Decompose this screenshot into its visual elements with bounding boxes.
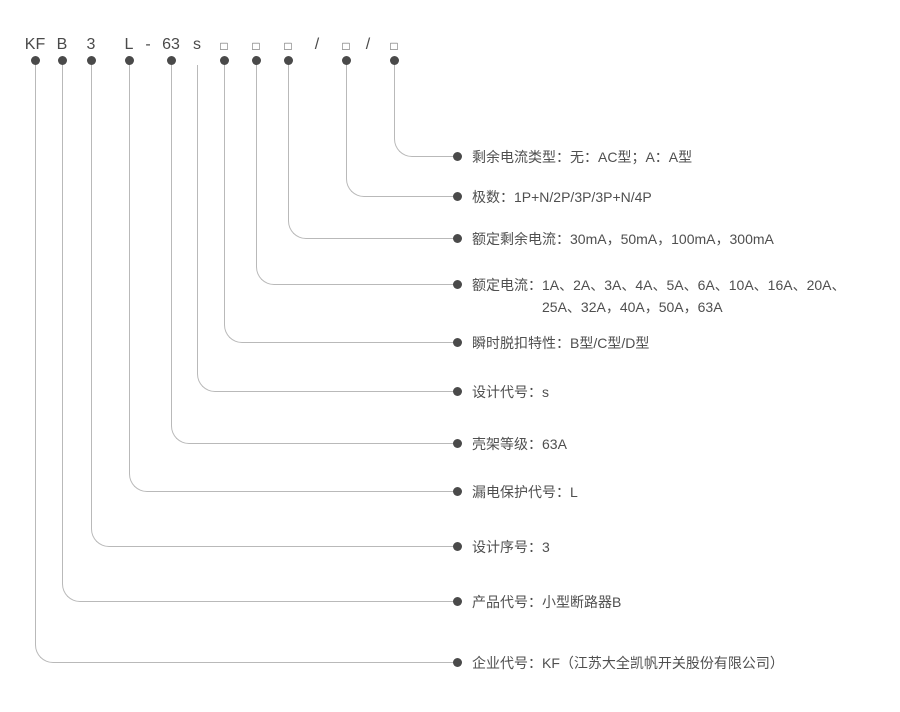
connector-line (35, 60, 457, 663)
connector-line (288, 60, 457, 239)
spec-label-line: 瞬时脱扣特性：B型/C型/D型 (472, 335, 650, 351)
code-placeholder-square: □ (220, 39, 228, 53)
code-column-dot (125, 56, 134, 65)
code-segment: KF (24, 36, 46, 53)
code-column-dot (167, 56, 176, 65)
code-segment: / (365, 36, 371, 53)
label-bullet-dot (453, 597, 462, 606)
code-segment: s (193, 36, 201, 53)
label-bullet-dot (453, 280, 462, 289)
connector-line (346, 60, 457, 197)
code-column-dot (87, 56, 96, 65)
label-bullet-dot (453, 439, 462, 448)
spec-label-line: 额定电流：1A、2A、3A、4A、5A、6A、10A、16A、20A、 (472, 277, 846, 293)
spec-label: 企业代号：KF（江苏大全凯帆开关股份有限公司） (472, 652, 784, 674)
spec-label: 瞬时脱扣特性：B型/C型/D型 (472, 332, 649, 354)
spec-label: 剩余电流类型：无：AC型；A：A型 (472, 146, 692, 168)
label-bullet-dot (453, 234, 462, 243)
code-placeholder-square: □ (252, 39, 260, 53)
spec-label-line: 壳架等级：63A (472, 436, 567, 452)
label-bullet-dot (453, 542, 462, 551)
label-bullet-dot (453, 338, 462, 347)
spec-label-line: 漏电保护代号：L (472, 484, 578, 500)
spec-label: 额定电流：1A、2A、3A、4A、5A、6A、10A、16A、20A、 25A、3… (472, 274, 845, 318)
code-column-dot (284, 56, 293, 65)
connector-line (197, 65, 457, 392)
code-placeholder-square: □ (342, 39, 350, 53)
code-segment: L (124, 36, 134, 53)
spec-label-line: 设计序号：3 (472, 539, 550, 555)
code-column-dot (390, 56, 399, 65)
code-placeholder-square: □ (390, 39, 398, 53)
code-segment: 63 (162, 36, 180, 53)
spec-label: 额定剩余电流：30mA，50mA，100mA，300mA (472, 228, 774, 250)
label-bullet-dot (453, 487, 462, 496)
spec-label: 设计代号：s (472, 381, 549, 403)
code-column-dot (342, 56, 351, 65)
spec-label-line: 极数：1P+N/2P/3P/3P+N/4P (472, 189, 652, 205)
spec-label: 设计序号：3 (472, 536, 550, 558)
spec-label-line: 产品代号：小型断路器B (472, 594, 622, 610)
label-bullet-dot (453, 152, 462, 161)
connector-line (394, 60, 457, 157)
code-segment: 3 (86, 36, 96, 53)
connector-line (62, 60, 457, 602)
code-column-dot (220, 56, 229, 65)
code-segment: B (56, 36, 68, 53)
code-column-dot (58, 56, 67, 65)
spec-label-line: 25A、32A，40A，50A，63A (542, 299, 723, 315)
connector-line (171, 60, 457, 444)
connector-line (256, 60, 457, 285)
spec-label: 漏电保护代号：L (472, 481, 578, 503)
connector-line (91, 60, 457, 547)
code-segment: - (145, 36, 151, 53)
spec-label-line: 企业代号：KF（江苏大全凯帆开关股份有限公司） (472, 655, 784, 671)
connector-line (129, 60, 457, 492)
code-column-dot (252, 56, 261, 65)
label-bullet-dot (453, 387, 462, 396)
spec-label-line: 额定剩余电流：30mA，50mA，100mA，300mA (472, 231, 774, 247)
spec-label: 产品代号：小型断路器B (472, 591, 621, 613)
label-bullet-dot (453, 658, 462, 667)
code-column-dot (31, 56, 40, 65)
spec-label-line: 设计代号：s (472, 384, 549, 400)
spec-label: 壳架等级：63A (472, 433, 567, 455)
spec-label-line: 剩余电流类型：无：AC型；A：A型 (472, 149, 693, 165)
code-segment: / (314, 36, 320, 53)
connector-line (224, 60, 457, 343)
code-placeholder-square: □ (284, 39, 292, 53)
spec-label: 极数：1P+N/2P/3P/3P+N/4P (472, 186, 652, 208)
label-bullet-dot (453, 192, 462, 201)
